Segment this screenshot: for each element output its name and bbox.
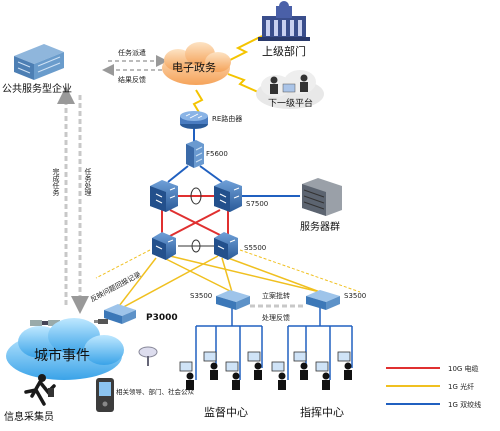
router-label: RE路由器 bbox=[212, 114, 242, 123]
process-feedback-label: 处理反馈 bbox=[262, 313, 290, 322]
p3000-switch-icon bbox=[104, 304, 136, 324]
legend-label-cable: 10G 电缆 bbox=[448, 364, 479, 373]
distribution-switch-left-icon bbox=[216, 290, 250, 310]
subplatform-label: 下一级平台 bbox=[268, 97, 313, 109]
task-process-label: 任务处理 bbox=[84, 167, 92, 196]
firewall-label: F5600 bbox=[206, 150, 228, 158]
egov-cloud-icon bbox=[162, 42, 231, 85]
link-core-access-4 bbox=[169, 209, 221, 237]
legend: 10G 电缆 1G 光纤 1G 双绞线 bbox=[386, 364, 481, 409]
legend-label-twisted: 1G 双绞线 bbox=[448, 400, 481, 409]
monitor-center-cabling bbox=[195, 306, 263, 380]
monitor-center-staff-icon bbox=[179, 351, 262, 390]
link-fiber-4 bbox=[221, 257, 233, 293]
complete-task-label: 完成任务 bbox=[52, 167, 60, 197]
task-dispatch-label: 任务派遣 bbox=[118, 48, 146, 57]
result-feedback-label: 结果反馈 bbox=[118, 75, 146, 84]
distribution-switch-right-icon bbox=[306, 290, 340, 310]
satellite-dish-icon bbox=[138, 346, 158, 366]
s3500-right-label: S3500 bbox=[344, 292, 366, 300]
public-service-label: 公共服务型企业 bbox=[2, 82, 72, 95]
link-access-ring bbox=[191, 239, 201, 253]
enterprise-building-icon bbox=[14, 44, 64, 80]
egov-label: 电子政务 bbox=[172, 60, 216, 74]
core-label: S7500 bbox=[246, 200, 268, 208]
subplatform-cloud-icon bbox=[256, 70, 324, 109]
running-person-icon bbox=[24, 374, 56, 406]
link-fiber-1 bbox=[115, 257, 157, 311]
router-icon bbox=[180, 111, 208, 129]
link-fiber-6 bbox=[117, 255, 219, 311]
command-center-label: 指挥中心 bbox=[300, 405, 344, 419]
government-building-icon bbox=[258, 1, 310, 41]
legend-label-fiber: 1G 光纤 bbox=[448, 382, 474, 391]
access-switch-left-icon bbox=[152, 232, 176, 260]
city-events-label: 城市事件 bbox=[34, 347, 90, 364]
link-dashed-left bbox=[95, 249, 151, 279]
access-switch-right-icon bbox=[214, 232, 238, 260]
collector-label: 信息采集员 bbox=[4, 410, 54, 423]
core-switch-right-icon bbox=[214, 180, 242, 212]
command-center-staff-icon bbox=[271, 351, 352, 390]
link-fiber-5 bbox=[227, 257, 321, 293]
superior-label: 上级部门 bbox=[262, 44, 306, 58]
link-fiber-2 bbox=[163, 257, 233, 293]
satellite-icon bbox=[30, 320, 60, 326]
link-firewall-core-left bbox=[167, 165, 189, 183]
link-egov-router bbox=[192, 89, 204, 115]
mobile-note-label: 相关领导、部门、社会公众 bbox=[116, 387, 195, 396]
servers-label: 服务器群 bbox=[300, 220, 340, 233]
access-label: S5500 bbox=[244, 244, 266, 252]
link-fiber-3 bbox=[169, 255, 321, 293]
monitor-center-label: 监督中心 bbox=[204, 405, 248, 419]
core-switch-left-icon bbox=[150, 180, 178, 212]
city-events-cloud-icon bbox=[6, 318, 124, 380]
link-egov-subplatform bbox=[227, 73, 259, 93]
case-transfer-label: 立案批转 bbox=[262, 291, 290, 300]
link-firewall-core-right bbox=[199, 165, 223, 183]
s3500-left-label: S3500 bbox=[190, 292, 212, 300]
link-dashed-right bbox=[239, 249, 361, 293]
p3000-label: P3000 bbox=[146, 313, 178, 323]
link-superior-egov bbox=[221, 35, 263, 65]
mobile-phone-icon bbox=[96, 378, 114, 412]
link-aggregation-ring bbox=[190, 187, 202, 205]
camera-icon bbox=[94, 319, 108, 324]
server-cluster-icon bbox=[302, 178, 342, 216]
firewall-icon bbox=[186, 140, 204, 168]
